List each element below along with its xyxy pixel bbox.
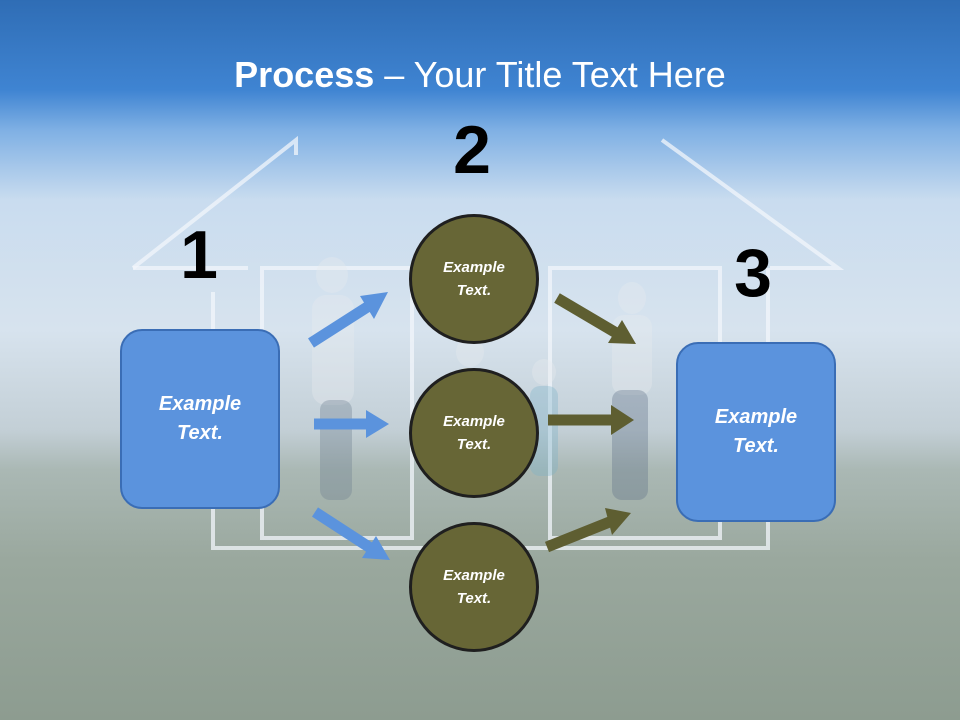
circle-top-text: Example Text.: [443, 259, 505, 299]
blue-arrow-down: [312, 507, 390, 560]
blue-arrow-up: [308, 292, 388, 348]
olive-arrow-down: [554, 293, 636, 344]
step-number-1: 1: [180, 217, 218, 293]
step-number-2: 2: [453, 112, 491, 188]
title-rest: – Your Title Text Here: [374, 54, 726, 95]
left-box-text: Example Text.: [158, 393, 242, 444]
step-number-3: 3: [734, 235, 772, 311]
right-box: Example Text.: [676, 342, 836, 522]
title-bold-part: Process: [234, 54, 375, 95]
circle-bottom: Example Text.: [409, 522, 539, 652]
left-box: Example Text.: [120, 329, 280, 509]
circle-top: Example Text.: [409, 214, 539, 344]
slide-title: Process – Your Title Text Here: [0, 50, 960, 100]
olive-arrow-straight: [548, 405, 634, 435]
circle-middle-text: Example Text.: [443, 413, 505, 453]
blue-arrow-straight: [314, 410, 389, 438]
circle-middle: Example Text.: [409, 368, 539, 498]
circle-bottom-text: Example Text.: [443, 567, 505, 607]
right-box-text: Example Text.: [714, 406, 798, 457]
olive-arrow-up: [544, 508, 631, 553]
